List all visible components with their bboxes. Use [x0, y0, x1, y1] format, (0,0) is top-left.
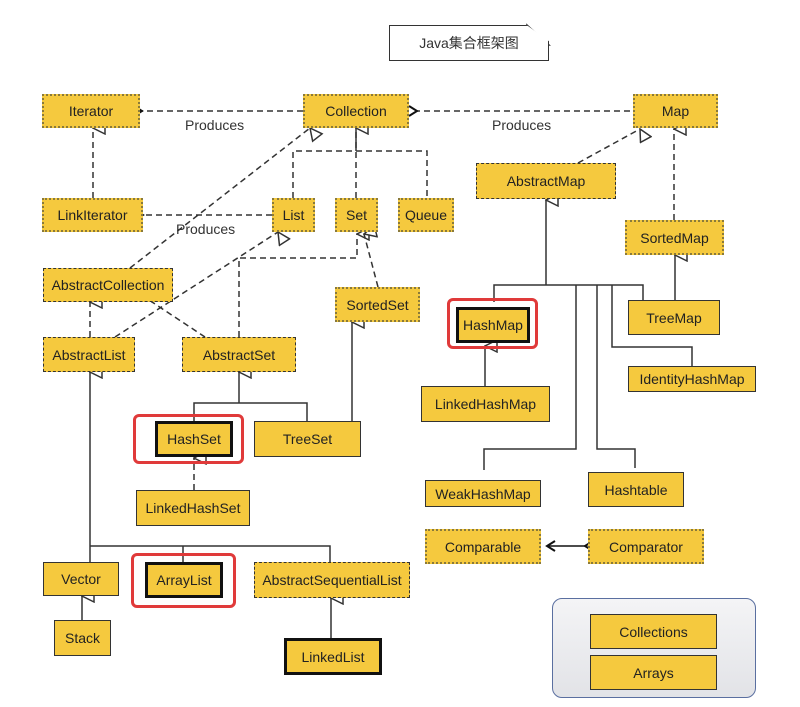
- node-abstract-map[interactable]: AbstractMap: [476, 163, 616, 199]
- node-label: Vector: [61, 571, 101, 587]
- edge-lists-abstractlist: [90, 372, 331, 562]
- node-label: Comparator: [609, 538, 683, 555]
- node-set[interactable]: Set: [335, 198, 378, 232]
- node-label: ArrayList: [156, 572, 212, 588]
- node-label: LinkedList: [301, 648, 365, 665]
- node-label: Stack: [64, 630, 100, 646]
- node-collections[interactable]: Collections: [590, 614, 717, 649]
- node-map[interactable]: Map: [633, 94, 718, 128]
- node-label: IdentityHashMap: [639, 371, 745, 387]
- node-label: LinkedHashSet: [145, 500, 241, 516]
- edge-sortedset-set: [364, 234, 379, 288]
- edge-abstractlist-list: [114, 232, 278, 338]
- node-label: WeakHashMap: [435, 485, 531, 502]
- node-label: SortedMap: [640, 229, 709, 246]
- title-text: Java集合框架图: [419, 35, 519, 51]
- edge-sets-abstractset: [193, 372, 308, 421]
- node-label: LinkedHashMap: [434, 396, 537, 412]
- node-label: TreeMap: [646, 309, 702, 326]
- node-abstract-sequential-list[interactable]: AbstractSequentialList: [254, 562, 410, 598]
- node-label: Queue: [404, 207, 448, 223]
- diagram-title: Java集合框架图: [389, 25, 549, 61]
- highlight-hashset: [133, 414, 244, 464]
- node-link-iterator[interactable]: LinkIterator: [42, 198, 143, 232]
- node-label: Comparable: [444, 538, 522, 555]
- edge-abstractcollection-collection: [129, 128, 310, 269]
- node-label: LinkIterator: [57, 207, 128, 223]
- highlight-arraylist: [131, 553, 236, 608]
- highlight-hashmap: [447, 298, 538, 349]
- node-comparator[interactable]: Comparator: [588, 529, 704, 564]
- node-label: Iterator: [68, 103, 114, 119]
- node-label: TreeSet: [282, 431, 333, 447]
- node-label: AbstractCollection: [51, 277, 165, 293]
- node-abstract-list[interactable]: AbstractList: [43, 337, 135, 372]
- node-collection[interactable]: Collection: [303, 94, 409, 128]
- node-label: Arrays: [633, 664, 674, 681]
- node-label: AbstractList: [52, 346, 126, 363]
- node-weak-hash-map[interactable]: WeakHashMap: [425, 480, 541, 507]
- produces-label: Produces: [492, 117, 552, 133]
- node-abstract-set[interactable]: AbstractSet: [182, 337, 296, 372]
- node-arrays[interactable]: Arrays: [590, 655, 717, 690]
- node-stack[interactable]: Stack: [54, 620, 111, 656]
- node-label: List: [282, 207, 305, 223]
- node-array-list[interactable]: ArrayList: [145, 562, 223, 598]
- node-label: Hashtable: [604, 481, 668, 498]
- node-label: AbstractMap: [506, 173, 586, 189]
- node-linked-list[interactable]: LinkedList: [284, 638, 382, 675]
- node-comparable[interactable]: Comparable: [425, 529, 541, 564]
- node-label: Set: [345, 207, 367, 223]
- node-label: HashSet: [167, 431, 221, 447]
- node-tree-set[interactable]: TreeSet: [254, 421, 361, 457]
- produces-label: Produces: [185, 117, 245, 133]
- node-queue[interactable]: Queue: [398, 198, 454, 232]
- edge-abstractmap-map: [577, 129, 640, 164]
- node-label: AbstractSequentialList: [262, 572, 402, 588]
- node-linked-hash-map[interactable]: LinkedHashMap: [421, 386, 550, 422]
- node-vector[interactable]: Vector: [43, 562, 119, 596]
- node-iterator[interactable]: Iterator: [42, 94, 140, 128]
- node-identity-hash-map[interactable]: IdentityHashMap: [628, 366, 756, 392]
- node-hash-set[interactable]: HashSet: [155, 421, 233, 457]
- node-label: SortedSet: [346, 296, 409, 313]
- node-label: Collections: [619, 623, 688, 640]
- node-sorted-map[interactable]: SortedMap: [625, 220, 724, 255]
- node-hashtable[interactable]: Hashtable: [588, 472, 684, 507]
- node-label: AbstractSet: [202, 346, 276, 363]
- node-label: Collection: [325, 103, 387, 119]
- node-label: Map: [661, 103, 690, 119]
- node-linked-hash-set[interactable]: LinkedHashSet: [136, 490, 250, 526]
- node-hash-map[interactable]: HashMap: [456, 307, 530, 343]
- edge-abstractset-abstractcollection: [152, 302, 206, 338]
- node-tree-map[interactable]: TreeMap: [628, 300, 720, 335]
- produces-label: Produces: [176, 221, 236, 237]
- node-label: HashMap: [463, 317, 523, 333]
- edge-lsq-collection: [292, 128, 428, 198]
- node-sorted-set[interactable]: SortedSet: [335, 287, 420, 322]
- node-abstract-collection[interactable]: AbstractCollection: [43, 268, 173, 302]
- node-list[interactable]: List: [272, 198, 315, 232]
